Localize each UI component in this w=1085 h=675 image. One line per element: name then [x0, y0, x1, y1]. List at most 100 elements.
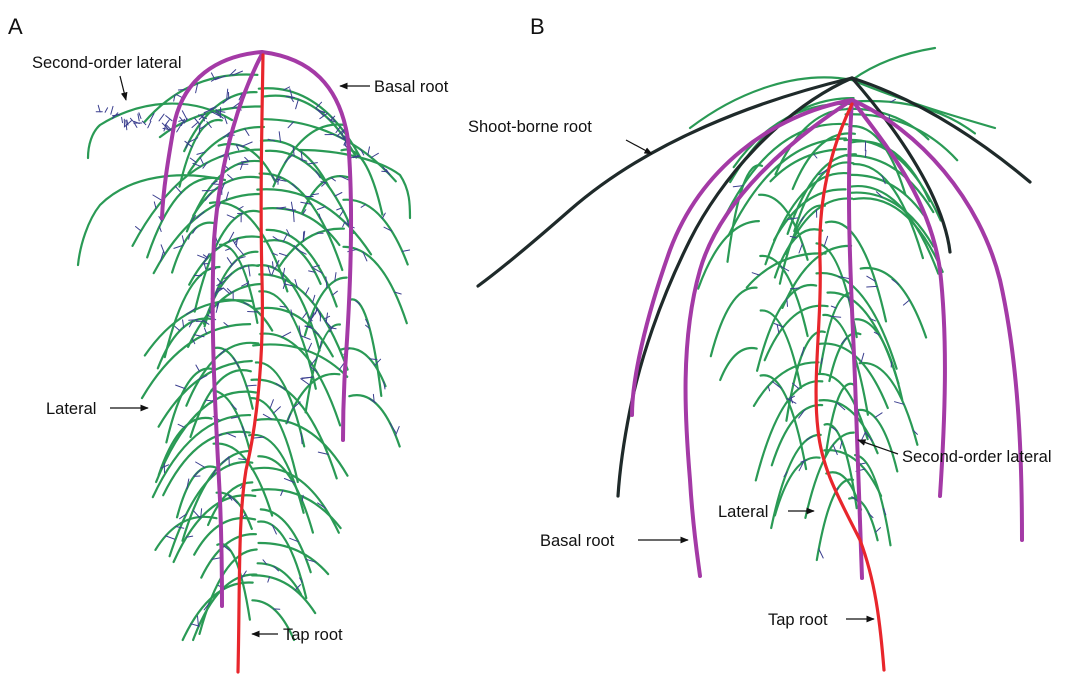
second-order-lateral [139, 113, 141, 119]
panel-a-letter: A [8, 14, 23, 39]
second-order-lateral [282, 332, 291, 337]
second-order-lateral [903, 300, 909, 305]
second-order-lateral [860, 463, 865, 464]
second-order-lateral [272, 268, 275, 275]
second-order-lateral [270, 400, 273, 409]
lateral-root [201, 534, 256, 577]
second-order-lateral [279, 132, 280, 142]
panel-a-label-second-order-lateral: Second-order lateral [32, 54, 182, 72]
second-order-lateral [402, 250, 409, 251]
lateral-root [854, 164, 923, 258]
second-order-lateral [176, 385, 185, 388]
second-order-lateral [222, 457, 229, 463]
second-order-lateral [293, 211, 294, 222]
second-order-lateral [136, 227, 141, 231]
second-order-lateral [200, 157, 203, 163]
lateral-root [828, 292, 899, 383]
second-order-lateral [191, 624, 199, 626]
second-order-lateral [227, 258, 232, 265]
panel-b-label-second-order-lateral: Second-order lateral [902, 448, 1052, 466]
second-order-lateral [305, 326, 311, 327]
second-order-lateral [777, 325, 779, 334]
second-order-lateral [226, 249, 231, 251]
second-order-lateral [313, 295, 315, 302]
second-order-lateral [335, 193, 342, 197]
second-order-lateral [165, 120, 169, 125]
panel-b-label-basal-root: Basal root [540, 532, 615, 550]
second-order-lateral [196, 365, 200, 371]
second-order-lateral [787, 298, 788, 306]
panel-a: A Second-order lateral Basal root Latera… [8, 14, 449, 672]
second-order-lateral [326, 277, 327, 288]
second-order-lateral [791, 288, 800, 289]
second-order-lateral [308, 163, 318, 164]
lateral-root [852, 48, 935, 80]
second-order-lateral [218, 288, 223, 289]
second-order-lateral [301, 379, 310, 385]
second-order-lateral [246, 385, 256, 386]
panel-a-basal-root-left-inner [213, 54, 262, 606]
second-order-lateral [138, 114, 139, 121]
second-order-lateral [768, 386, 769, 391]
second-order-lateral [111, 106, 113, 114]
second-order-lateral [182, 111, 187, 120]
second-order-lateral [280, 253, 288, 256]
second-order-lateral [368, 147, 370, 155]
lateral-root [817, 273, 897, 369]
lateral-root [350, 299, 381, 396]
second-order-lateral [159, 226, 161, 231]
second-order-lateral [196, 462, 205, 467]
second-order-lateral [239, 207, 243, 210]
second-order-lateral [396, 427, 400, 436]
lateral-root [344, 247, 407, 323]
panel-a-label-basal-root: Basal root [374, 78, 449, 96]
lateral-root [300, 150, 410, 218]
lateral-root [826, 222, 886, 322]
second-order-lateral [876, 528, 881, 533]
second-order-lateral [332, 291, 337, 295]
second-order-lateral [288, 122, 293, 128]
second-order-lateral [204, 262, 206, 269]
second-order-lateral [241, 161, 249, 162]
second-order-lateral [273, 407, 280, 414]
second-order-lateral [343, 222, 345, 227]
second-order-lateral [340, 211, 344, 216]
second-order-lateral [182, 236, 184, 243]
lateral-root [851, 193, 934, 247]
second-order-lateral [302, 377, 312, 378]
second-order-lateral [245, 129, 249, 136]
lateral-root [189, 237, 261, 285]
second-order-lateral [193, 511, 199, 517]
second-order-lateral [283, 234, 287, 241]
second-order-lateral [317, 207, 325, 210]
lateral-root [156, 392, 256, 482]
lateral-root [711, 288, 757, 357]
second-order-lateral [249, 266, 251, 277]
second-order-lateral [178, 424, 184, 427]
panel-b-label-lateral: Lateral [718, 503, 768, 521]
panel-b: B Shoot-borne root Second-order lateral … [468, 14, 1052, 670]
second-order-lateral [296, 99, 299, 108]
lateral-root [257, 189, 371, 254]
second-order-lateral [224, 288, 230, 294]
second-order-lateral [370, 399, 376, 403]
lateral-root [253, 344, 347, 376]
second-order-lateral [228, 154, 229, 160]
second-order-lateral [242, 142, 252, 146]
lateral-root [747, 253, 826, 287]
second-order-lateral [875, 413, 882, 418]
second-order-lateral [205, 328, 207, 333]
second-order-lateral [326, 313, 327, 322]
lateral-root [266, 151, 354, 233]
panel-a-basal-root-right [262, 52, 351, 440]
second-order-lateral [305, 288, 308, 295]
lateral-root [264, 119, 396, 181]
second-order-lateral [126, 120, 127, 129]
lateral-root [720, 348, 757, 380]
second-order-lateral [254, 437, 264, 438]
second-order-lateral [178, 90, 184, 91]
lateral-root [349, 395, 399, 446]
second-order-lateral [175, 327, 180, 331]
second-order-lateral [840, 441, 842, 448]
second-order-lateral [273, 262, 274, 268]
